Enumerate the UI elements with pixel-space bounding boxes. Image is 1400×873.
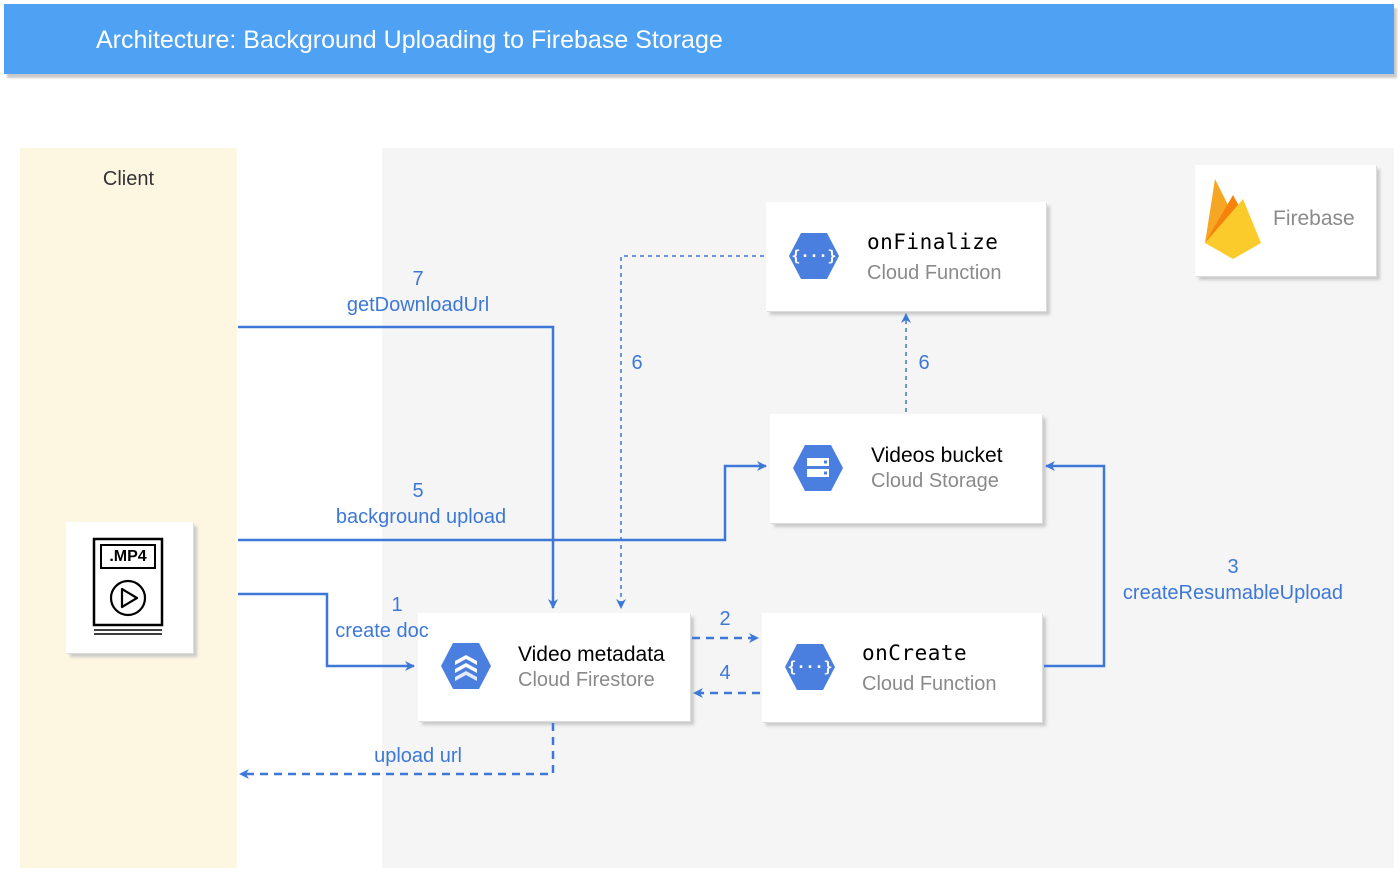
video-metadata-subtitle: Cloud Firestore	[518, 669, 655, 691]
edge-upload-url	[239, 723, 555, 779]
edge-get-download-url	[238, 325, 558, 609]
mp4-file-card: .MP4	[66, 522, 193, 653]
videos-bucket-subtitle: Cloud Storage	[871, 470, 999, 492]
cloud-function-icon: {···}	[789, 233, 839, 279]
firebase-logo-card: Firebase	[1195, 165, 1376, 276]
on-create-subtitle: Cloud Function	[862, 673, 997, 695]
step3-label: createResumableUpload	[1122, 582, 1344, 604]
svg-text:{···}: {···}	[787, 658, 832, 676]
step6-left-number: 6	[631, 352, 643, 374]
on-create-card: {···} onCreate Cloud Function	[762, 613, 1042, 722]
step6-right-number: 6	[918, 352, 930, 374]
step3-number: 3	[1227, 556, 1239, 578]
step5-number: 5	[412, 480, 424, 502]
step7-number: 7	[412, 268, 424, 290]
video-metadata-title: Video metadata	[518, 643, 665, 666]
cloud-firestore-icon	[441, 643, 491, 689]
client-zone-label: Client	[102, 168, 155, 190]
step5-label: background upload	[335, 506, 507, 528]
step1-number: 1	[391, 594, 403, 616]
step2-number: 2	[719, 608, 731, 630]
cloud-storage-icon	[793, 445, 843, 491]
on-finalize-subtitle: Cloud Function	[867, 262, 1002, 284]
step1-label: create doc	[335, 620, 429, 642]
edge-create-doc	[238, 592, 415, 671]
step7-label: getDownloadUrl	[346, 294, 490, 316]
client-zone: Client	[20, 148, 237, 868]
on-finalize-title: onFinalize	[867, 230, 999, 254]
firebase-label: Firebase	[1273, 207, 1355, 230]
video-file-icon	[92, 537, 164, 635]
videos-bucket-title: Videos bucket	[871, 444, 1003, 467]
edge-background-upload	[238, 461, 767, 542]
firebase-flame-icon	[1205, 179, 1261, 259]
on-finalize-card: {···} onFinalize Cloud Function	[766, 202, 1046, 311]
upload-url-label: upload url	[374, 745, 462, 767]
edge-create-resumable-upload	[1044, 461, 1106, 668]
video-metadata-card: Video metadata Cloud Firestore	[418, 613, 690, 721]
edge-update-metadata	[616, 255, 764, 609]
file-type-label: .MP4	[109, 548, 147, 565]
title-banner: Architecture: Background Uploading to Fi…	[4, 4, 1394, 74]
videos-bucket-card: Videos bucket Cloud Storage	[770, 414, 1042, 523]
step4-number: 4	[719, 662, 731, 684]
diagram-title: Architecture: Background Uploading to Fi…	[96, 26, 723, 54]
cloud-function-icon: {···}	[785, 644, 835, 690]
on-create-title: onCreate	[862, 641, 968, 665]
svg-text:{···}: {···}	[791, 247, 836, 265]
